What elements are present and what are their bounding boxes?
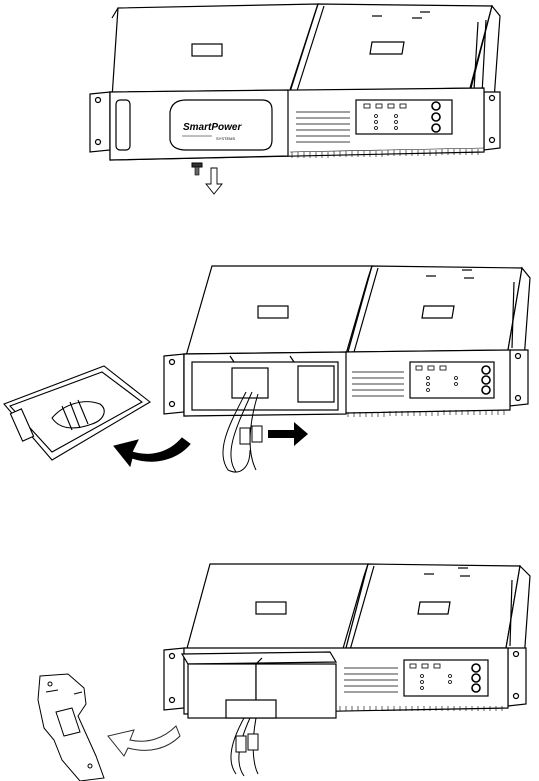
step-2-panel xyxy=(164,266,530,472)
brand-logo-sub: SYSTEMS xyxy=(216,136,235,141)
curved-arrow-icon xyxy=(108,726,180,756)
curved-arrow-icon xyxy=(114,438,190,466)
step-3-panel xyxy=(164,564,530,776)
removed-plate xyxy=(38,674,104,781)
brand-logo: SmartPower xyxy=(183,122,242,133)
right-arrow-icon xyxy=(268,422,308,446)
screw-icon xyxy=(192,163,202,175)
step-1-panel: SmartPower SYSTEMS xyxy=(90,4,500,160)
down-arrow-icon xyxy=(206,168,222,194)
